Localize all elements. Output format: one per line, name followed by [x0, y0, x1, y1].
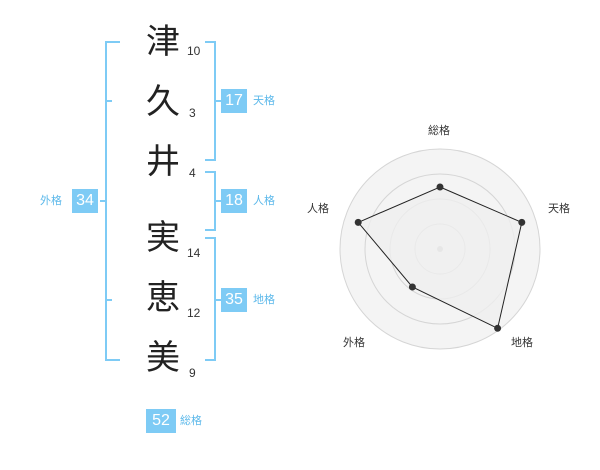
soukaku-score: 52: [146, 409, 176, 433]
soukaku-label: 総格: [180, 414, 202, 427]
radar-axis-label-jinkaku: 人格: [307, 202, 329, 215]
name-char-2: 久: [146, 82, 180, 122]
radar-polygon-group: [357, 186, 523, 330]
stroke-count-6: 9: [189, 366, 196, 380]
jinkaku-label: 人格: [253, 194, 275, 207]
name-char-4: 実: [146, 218, 180, 258]
gaikaku-score: 34: [72, 189, 98, 213]
stroke-count-1: 10: [187, 44, 201, 58]
radar-axis-label-soukaku: 総格: [428, 124, 450, 137]
name-char-5: 恵: [146, 278, 180, 318]
tenkaku-score: 17: [221, 89, 247, 113]
radar-point-soukaku: [436, 183, 444, 191]
radar-polygon: [357, 186, 523, 330]
stroke-count-5: 12: [187, 306, 201, 320]
chikaku-score: 35: [221, 288, 247, 312]
radar-point-gaikaku: [408, 283, 416, 291]
radar-axis-label-tenkaku: 天格: [548, 202, 570, 215]
name-char-6: 美: [146, 338, 180, 378]
gaikaku-label: 外格: [40, 194, 62, 207]
name-char-1: 津: [146, 22, 180, 62]
radar-points: [354, 183, 526, 332]
radar-point-jinkaku: [354, 218, 362, 226]
stroke-count-2: 3: [189, 106, 196, 120]
radar-point-chikaku: [494, 324, 502, 332]
stroke-count-3: 4: [189, 166, 196, 180]
jinkaku-score: 18: [221, 189, 247, 213]
radar-axis-label-gaikaku: 外格: [343, 336, 365, 349]
radar-point-tenkaku: [518, 218, 526, 226]
radar-axis-label-chikaku: 地格: [511, 336, 533, 349]
stroke-count-4: 14: [187, 246, 201, 260]
chikaku-label: 地格: [253, 293, 275, 306]
tenkaku-label: 天格: [253, 94, 275, 107]
name-char-3: 井: [146, 142, 180, 182]
